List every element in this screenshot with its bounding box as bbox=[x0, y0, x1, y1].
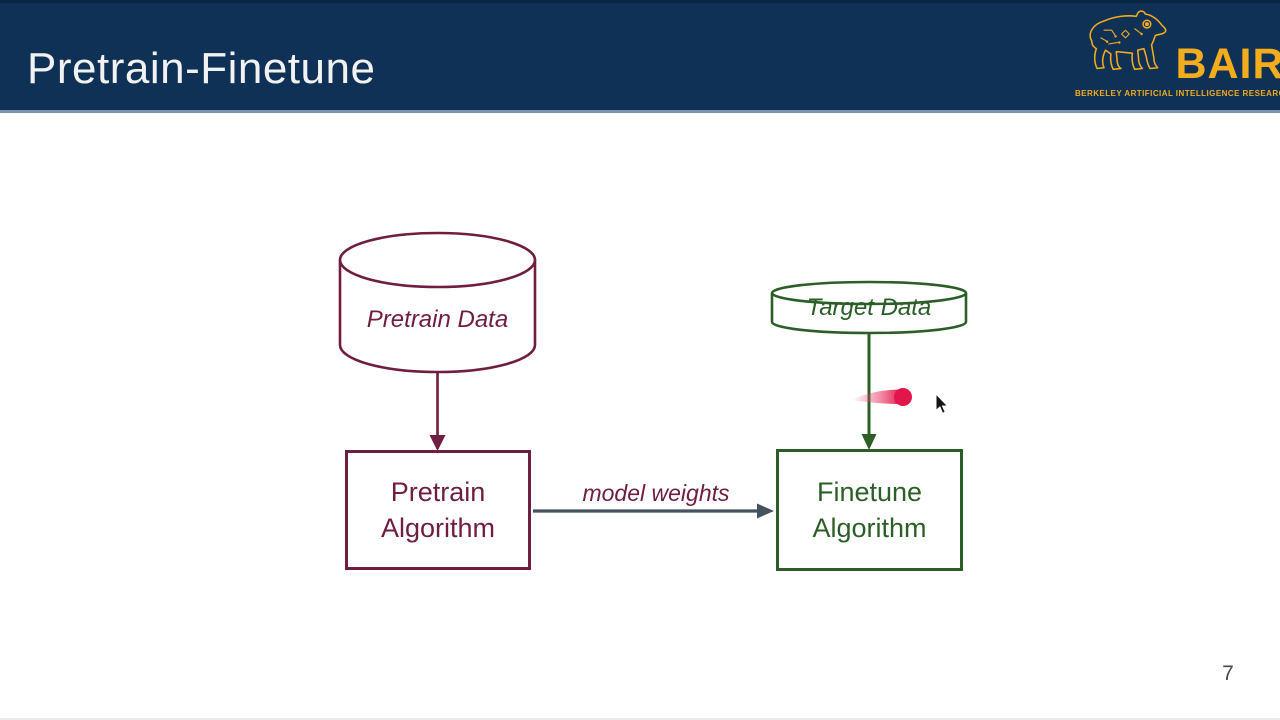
circuit-bear-icon bbox=[1081, 0, 1173, 87]
bair-logo: BAIR BERKELEY ARTIFICIAL INTELLIGENCE RE… bbox=[1075, 3, 1280, 111]
slide-bottom-edge bbox=[0, 718, 1280, 720]
bair-acronym: BAIR bbox=[1175, 40, 1280, 89]
laser-pointer bbox=[851, 388, 912, 406]
finetune-algorithm-label-line1: Finetune bbox=[816, 477, 923, 507]
edge-pretrain-data-to-algorithm bbox=[429, 373, 446, 451]
arrow-cursor-icon bbox=[935, 392, 949, 414]
edge-target-data-to-algorithm bbox=[861, 334, 877, 450]
finetune-algorithm-box: Finetune Algorithm bbox=[776, 449, 963, 571]
bair-subtitle: BERKELEY ARTIFICIAL INTELLIGENCE RESEARC… bbox=[1074, 89, 1280, 98]
slide-header: Pretrain-Finetune bbox=[0, 0, 1280, 113]
page-title: Pretrain-Finetune bbox=[27, 44, 376, 93]
pretrain-algorithm-label-line2: Algorithm bbox=[380, 513, 496, 543]
finetune-algorithm-label-line2: Algorithm bbox=[812, 513, 927, 543]
pretrain-algorithm-box: Pretrain Algorithm bbox=[345, 450, 531, 570]
pretrain-algorithm-label-line1: Pretrain bbox=[390, 477, 486, 507]
target-data-cylinder bbox=[770, 280, 968, 335]
pretrain-data-cylinder bbox=[338, 231, 537, 374]
page-number: 7 bbox=[1222, 662, 1234, 685]
bair-logo-row: BAIR bbox=[1081, 3, 1280, 87]
pretrain-data-label: Pretrain Data bbox=[366, 306, 509, 333]
edge-model-weights-arrow bbox=[533, 503, 774, 519]
target-data-label: Target Data bbox=[806, 294, 932, 321]
model-weights-label: model weights bbox=[582, 480, 730, 506]
